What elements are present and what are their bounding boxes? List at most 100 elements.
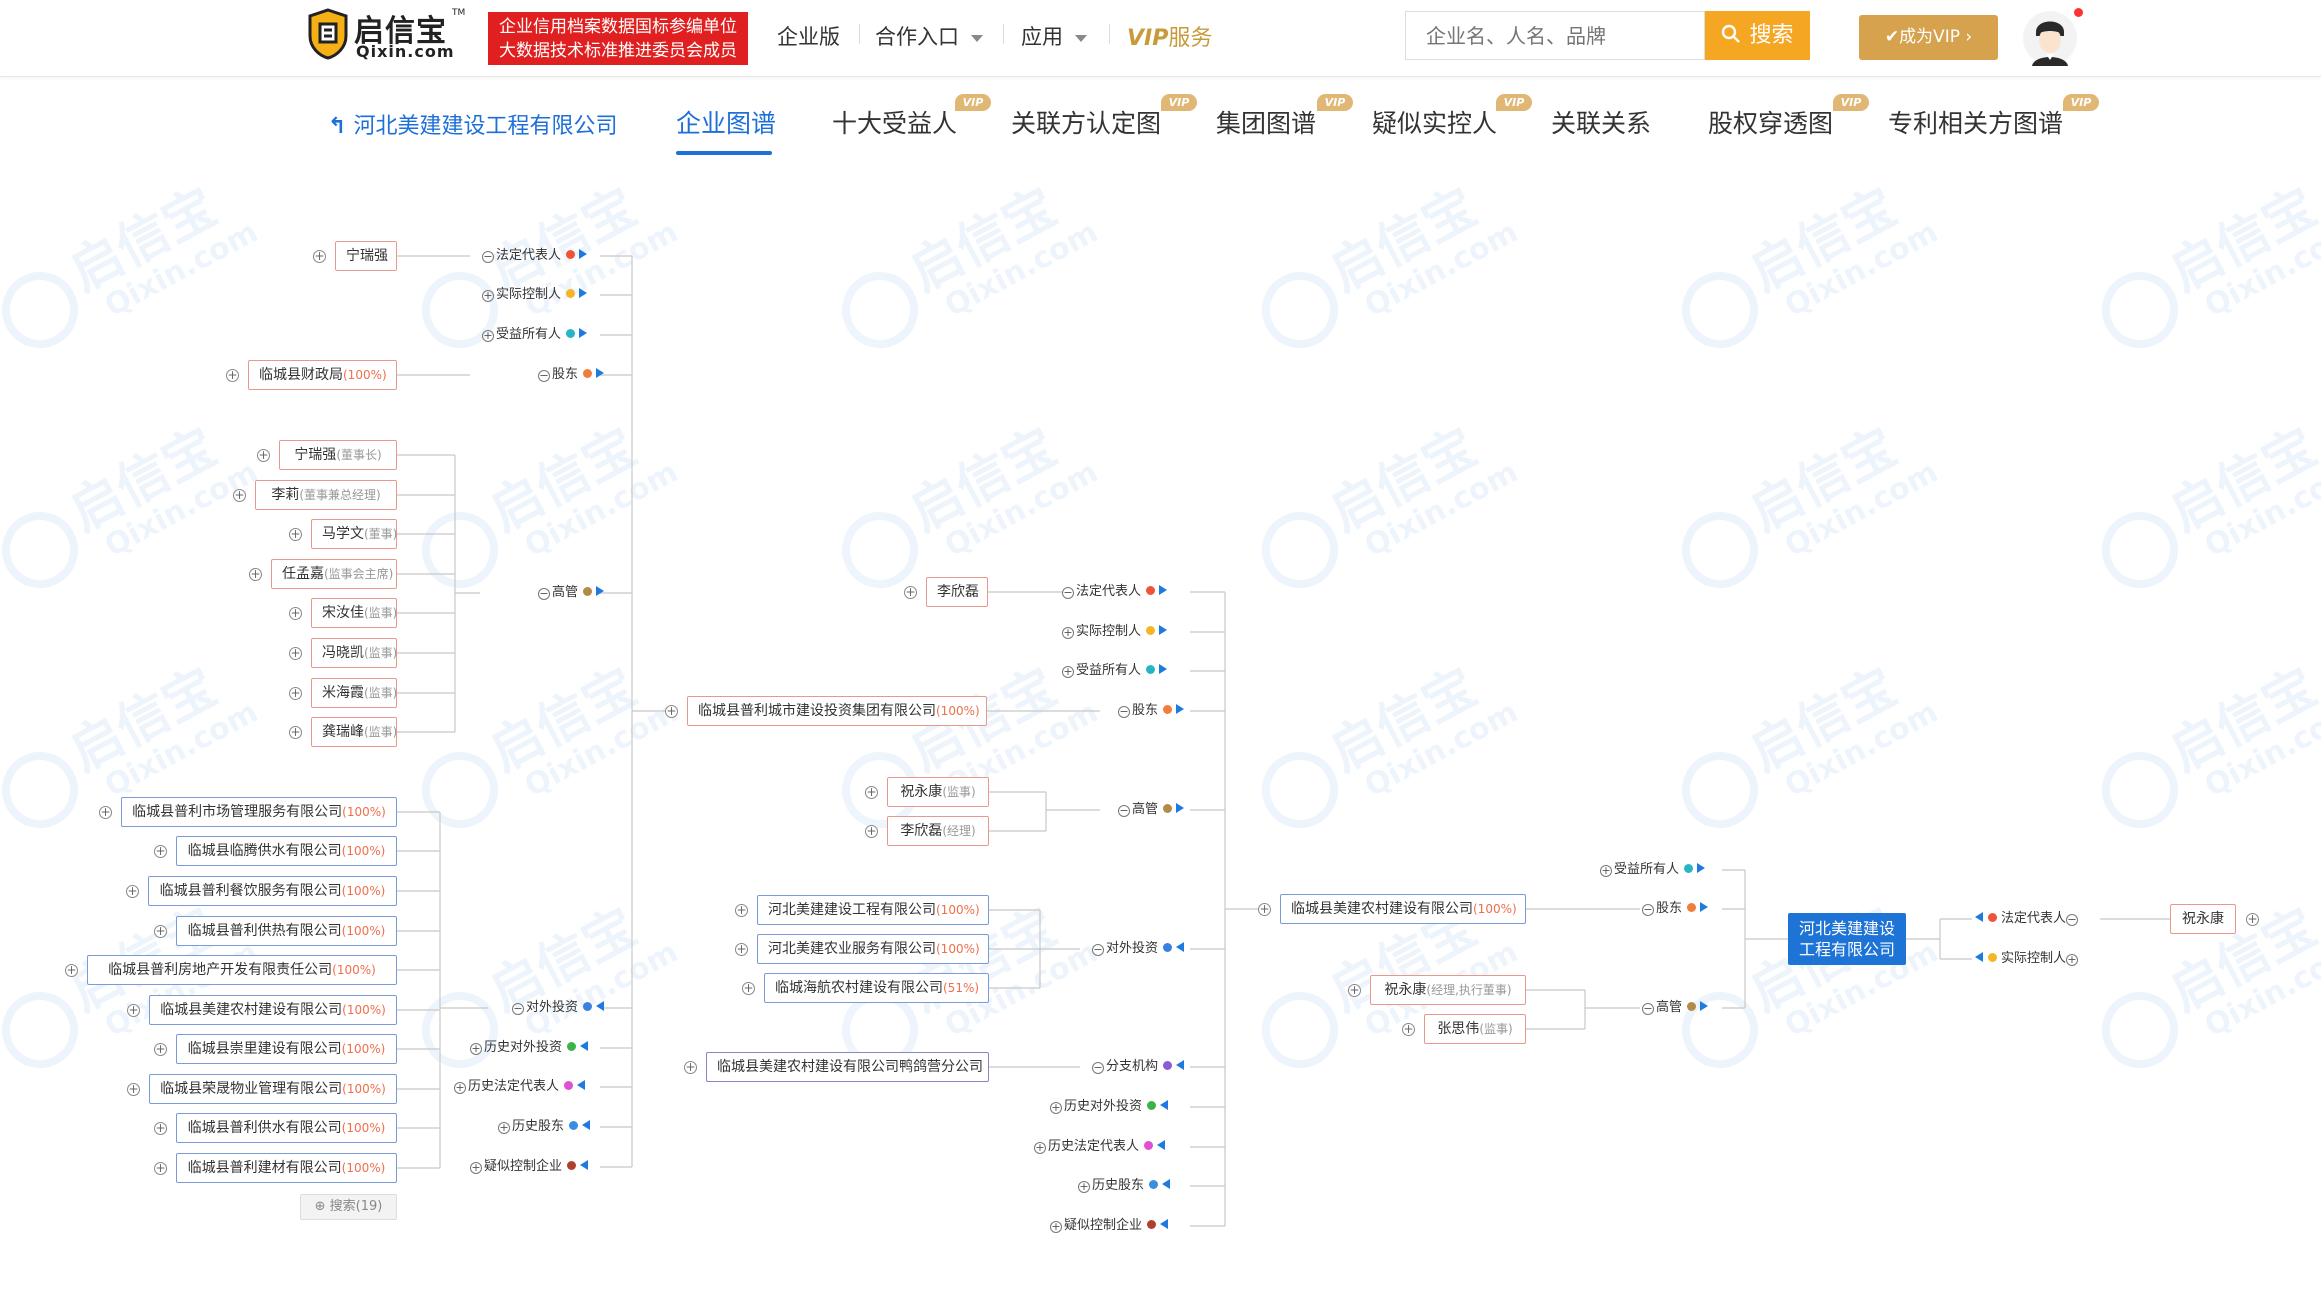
expand-plus-icon[interactable]: + [1050,1101,1062,1114]
relation-shareholder[interactable]: −股东 [538,365,605,385]
company-node[interactable]: 临城海航农村建设有限公司(51%) [764,973,989,1003]
collapse-minus-icon[interactable]: − [1062,586,1074,599]
company-node[interactable]: 临城县美建农村建设有限公司(100%) [1280,894,1526,924]
tab-related-party[interactable]: 关联方认定图 [1011,104,1161,140]
branch-node[interactable]: 临城县美建农村建设有限公司鸭鸽营分公司 [706,1052,989,1082]
relation-hist-investment[interactable]: +历史对外投资 [470,1038,589,1058]
relation-outbound-investment[interactable]: −对外投资 [1092,939,1185,959]
person-node[interactable]: 张思伟(监事) [1424,1014,1526,1044]
tab-suspected-controller[interactable]: 疑似实控人 [1372,104,1497,140]
relation-hist-investment[interactable]: +历史对外投资 [1050,1097,1169,1117]
expand-plus-icon[interactable]: + [289,527,302,541]
relation-hist-shareholder[interactable]: +历史股东 [1078,1176,1171,1196]
collapse-minus-icon[interactable]: − [512,1002,524,1015]
person-node[interactable]: 祝永康 [2170,904,2236,934]
expand-plus-icon[interactable]: + [1348,983,1361,997]
company-node[interactable]: 临城县普利市场管理服务有限公司(100%) [121,797,397,827]
nav-enterprise-edition[interactable]: 企业版 [777,21,840,51]
collapse-minus-icon[interactable]: − [1642,903,1654,916]
expand-plus-icon[interactable]: + [154,1161,167,1175]
nav-apps[interactable]: 应用 [1021,21,1087,51]
expand-plus-icon[interactable]: + [249,567,262,581]
relation-legal-rep[interactable]: −法定代表人 [1062,582,1168,602]
expand-plus-icon[interactable]: + [226,368,239,382]
relation-branch[interactable]: −分支机构 [1092,1057,1185,1077]
expand-plus-icon[interactable]: + [470,1161,482,1174]
expand-plus-icon[interactable]: + [735,903,748,917]
company-node[interactable]: 河北美建建设工程有限公司(100%) [757,895,989,925]
expand-plus-icon[interactable]: + [289,646,302,660]
relation-suspected-control[interactable]: +疑似控制企业 [470,1157,589,1177]
expand-plus-icon[interactable]: + [313,249,326,263]
company-node[interactable]: 临城县荣晟物业管理有限公司(100%) [149,1074,397,1104]
company-node[interactable]: 临城县崇里建设有限公司(100%) [176,1034,397,1064]
company-node[interactable]: 临城县普利供水有限公司(100%) [176,1113,397,1143]
relation-outbound-investment[interactable]: −对外投资 [512,998,605,1018]
expand-plus-icon[interactable]: + [1258,902,1271,916]
expand-plus-icon[interactable]: + [99,805,112,819]
expand-plus-icon[interactable]: + [1034,1141,1046,1154]
expand-plus-icon[interactable]: + [742,981,755,995]
expand-plus-icon[interactable]: + [1062,626,1074,639]
person-node[interactable]: 祝永康(经理,执行董事) [1370,975,1526,1005]
person-node[interactable]: 宁瑞强 [335,241,397,271]
collapse-minus-icon[interactable]: − [538,587,550,600]
collapse-minus-icon[interactable]: − [1092,943,1104,956]
nav-cooperation[interactable]: 合作入口 [875,21,983,51]
expand-plus-icon[interactable]: + [257,448,270,462]
search-more-button[interactable]: ⊕ 搜索(19) [300,1194,397,1220]
expand-plus-icon[interactable]: + [1062,665,1074,678]
expand-plus-icon[interactable]: + [1402,1022,1415,1036]
person-node[interactable]: 李莉(董事兼总经理) [255,480,397,510]
center-company-node[interactable]: 河北美建建设工程有限公司 [1788,913,1906,965]
expand-plus-icon[interactable]: + [1078,1180,1090,1193]
company-node[interactable]: 临城县普利供热有限公司(100%) [176,916,397,946]
relation-shareholder[interactable]: −股东 [1642,899,1709,919]
expand-plus-icon[interactable]: + [154,1121,167,1135]
tab-patent-parties[interactable]: 专利相关方图谱 [1888,104,2063,140]
person-node[interactable]: 祝永康(监事) [887,777,989,807]
relation-legal-rep[interactable]: −法定代表人 [482,246,588,266]
tab-enterprise-graph[interactable]: 企业图谱 [676,104,776,140]
collapse-minus-icon[interactable]: − [482,250,494,263]
person-node[interactable]: 李欣磊(经理) [887,816,989,846]
relation-executive[interactable]: −高管 [1642,998,1709,1018]
collapse-minus-icon[interactable]: − [1118,804,1130,817]
expand-plus-icon[interactable]: + [289,686,302,700]
expand-plus-icon[interactable]: + [482,289,494,302]
expand-plus-icon[interactable]: + [482,329,494,342]
collapse-minus-icon[interactable]: − [1118,705,1130,718]
expand-plus-icon[interactable]: + [289,606,302,620]
expand-plus-icon[interactable]: + [2246,912,2259,926]
relation-legal-rep[interactable]: 法定代表人− [1975,909,2080,929]
expand-plus-icon[interactable]: + [154,844,167,858]
expand-plus-icon[interactable]: + [126,884,139,898]
company-node[interactable]: 临城县临腾供水有限公司(100%) [176,836,397,866]
tab-associations[interactable]: 关联关系 [1551,104,1651,140]
relation-hist-legal-rep[interactable]: +历史法定代表人 [1034,1137,1166,1157]
logo-shield-icon[interactable] [306,8,350,60]
search-button[interactable]: 搜索 [1705,11,1810,60]
tab-top-beneficiaries[interactable]: 十大受益人 [832,104,957,140]
relation-actual-controller[interactable]: 实际控制人+ [1975,949,2080,969]
company-node[interactable]: 临城县普利建材有限公司(100%) [176,1153,397,1183]
expand-plus-icon[interactable]: + [470,1042,482,1055]
expand-plus-icon[interactable]: + [454,1081,466,1094]
expand-plus-icon[interactable]: + [65,963,78,977]
logo-text[interactable]: 启信宝 [354,14,447,49]
expand-plus-icon[interactable]: + [127,1082,140,1096]
become-vip-button[interactable]: ✔成为VIP › [1859,15,1998,60]
expand-plus-icon[interactable]: + [1050,1220,1062,1233]
company-node[interactable]: 临城县财政局(100%) [248,360,397,390]
relation-suspected-control[interactable]: +疑似控制企业 [1050,1216,1169,1236]
person-node[interactable]: 龚瑞峰(监事) [311,717,397,747]
back-link[interactable]: ↰ 河北美建建设工程有限公司 [328,108,617,140]
expand-plus-icon[interactable]: + [904,585,917,599]
company-node[interactable]: 河北美建农业服务有限公司(100%) [757,934,989,964]
person-node[interactable]: 马学文(董事) [311,519,397,549]
relation-actual-controller[interactable]: +实际控制人 [1062,622,1168,642]
expand-plus-icon[interactable]: + [865,824,878,838]
person-node[interactable]: 冯晓凯(监事) [311,638,397,668]
expand-plus-icon[interactable]: + [127,1003,140,1017]
relation-beneficiary[interactable]: +受益所有人 [1600,860,1706,880]
